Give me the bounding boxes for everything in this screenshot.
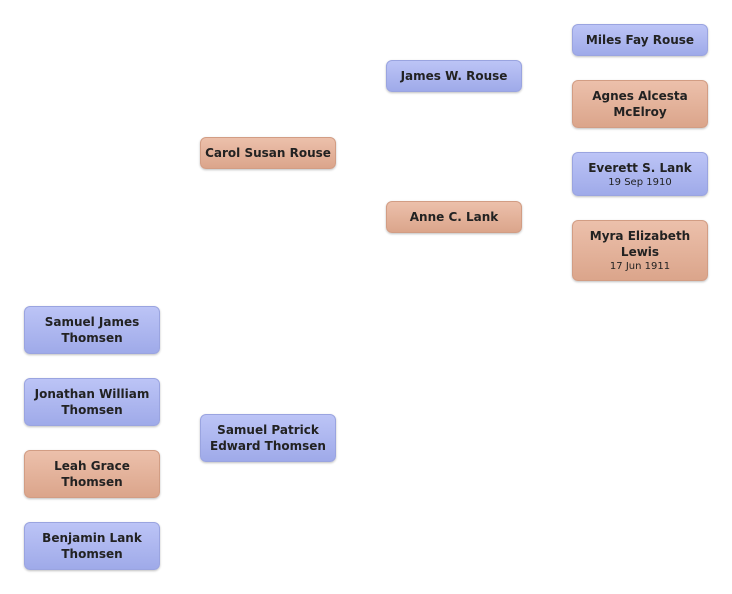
person-name: James W. Rouse [400,69,508,83]
person-benjamin-lank-thomsen[interactable]: Benjamin Lank Thomsen [24,522,160,570]
person-miles-fay-rouse[interactable]: Miles Fay Rouse [572,24,708,56]
person-carol-susan-rouse[interactable]: Carol Susan Rouse [200,137,336,169]
person-name: Miles Fay Rouse [585,33,695,47]
person-date: 19 Sep 1910 [608,176,672,188]
person-name: Benjamin Lank Thomsen [42,531,142,561]
person-james-w-rouse[interactable]: James W. Rouse [386,60,522,92]
person-samuel-james-thomsen[interactable]: Samuel James Thomsen [24,306,160,354]
person-name: Jonathan William Thomsen [34,387,150,417]
person-name: Samuel Patrick Edward Thomsen [210,423,326,453]
person-name: Agnes Alcesta McElroy [592,89,688,119]
person-myra-elizabeth-lewis[interactable]: Myra Elizabeth Lewis 17 Jun 1911 [572,220,708,281]
person-anne-c-lank[interactable]: Anne C. Lank [386,201,522,233]
person-name: Carol Susan Rouse [205,146,331,160]
person-jonathan-william-thomsen[interactable]: Jonathan William Thomsen [24,378,160,426]
person-name: Everett S. Lank [588,160,692,175]
person-name: Samuel James Thomsen [44,315,140,345]
person-name: Myra Elizabeth Lewis [589,229,691,259]
person-agnes-alcesta-mcelroy[interactable]: Agnes Alcesta McElroy [572,80,708,128]
person-samuel-patrick-edward-thomsen[interactable]: Samuel Patrick Edward Thomsen [200,414,336,462]
person-leah-grace-thomsen[interactable]: Leah Grace Thomsen [24,450,160,498]
person-date: 17 Jun 1911 [609,261,671,272]
person-everett-s-lank[interactable]: Everett S. Lank 19 Sep 1910 [572,152,708,196]
person-name: Anne C. Lank [409,210,499,224]
person-name: Leah Grace Thomsen [54,459,130,489]
